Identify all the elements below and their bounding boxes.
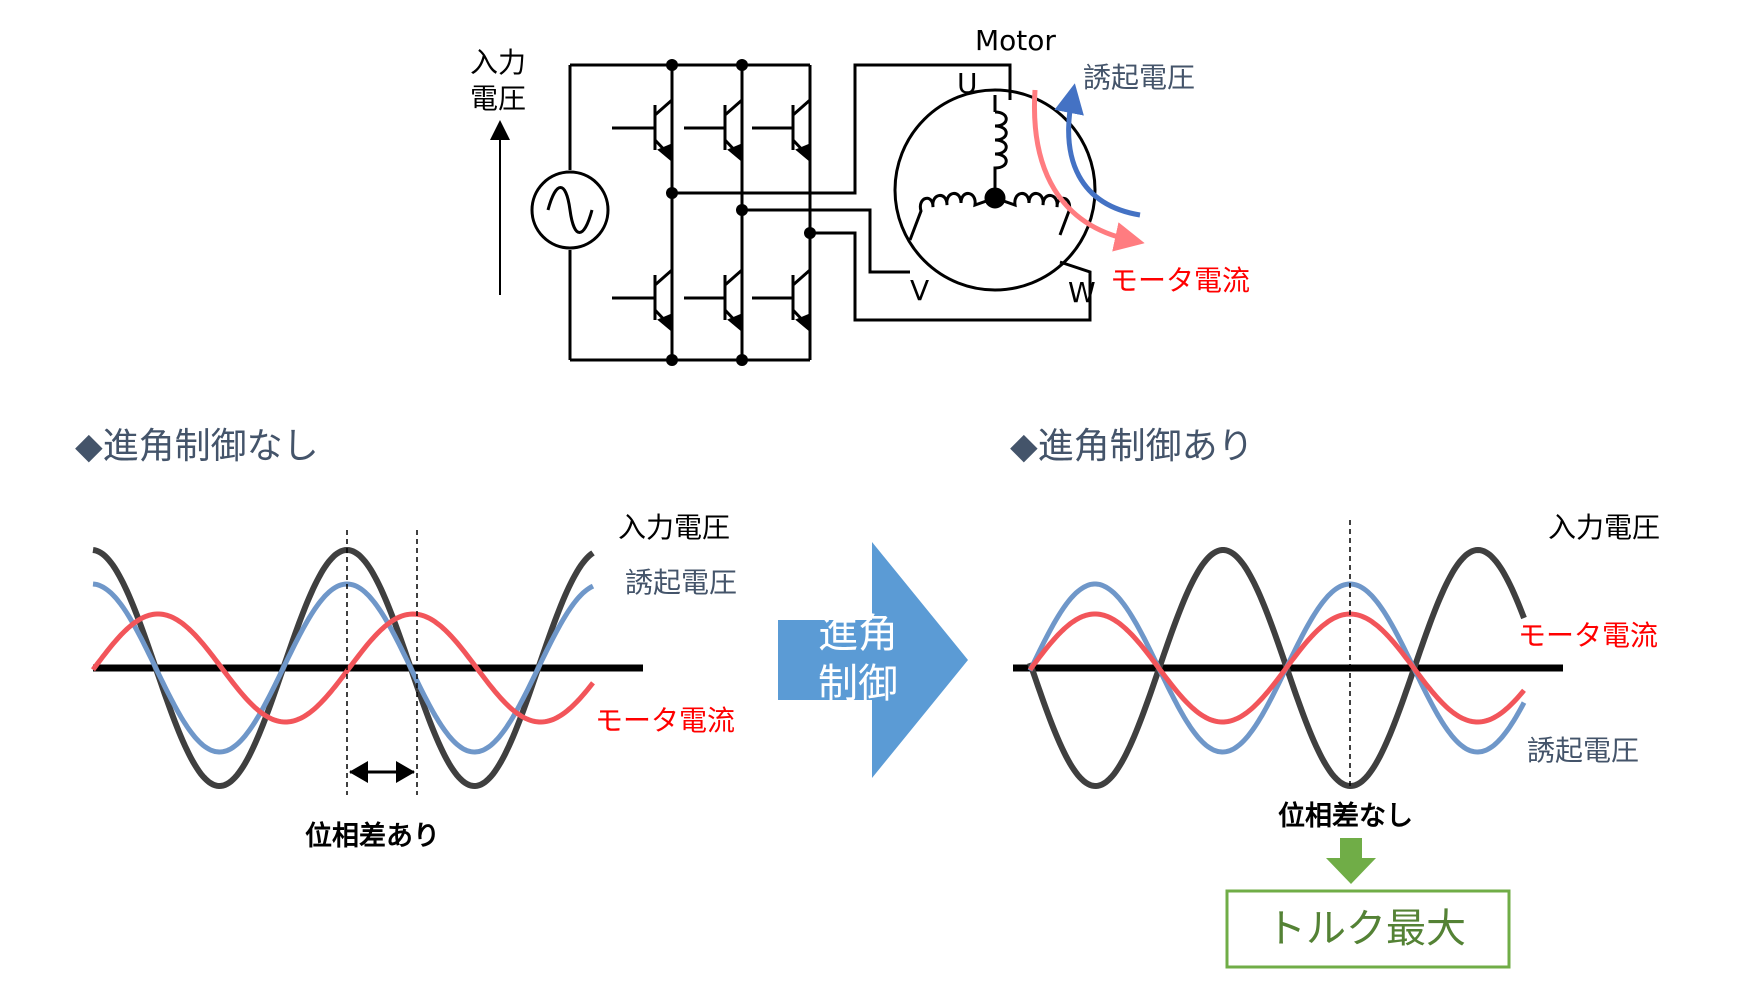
right-motor-current-wave bbox=[1027, 611, 1526, 725]
right-input-voltage-label: 入力電圧 bbox=[1548, 511, 1660, 544]
transistor-icon bbox=[752, 268, 812, 334]
right-induced-voltage-wave bbox=[1027, 581, 1527, 755]
advance-control-text-2: 制御 bbox=[818, 661, 898, 707]
transistor-icon bbox=[752, 98, 812, 164]
left-motor-current-wave bbox=[90, 611, 595, 725]
junction-dots bbox=[666, 59, 816, 366]
left-phase-note: 位相差あり bbox=[305, 820, 440, 852]
phase-difference-arrow bbox=[349, 761, 415, 783]
left-input-voltage-label: 入力電圧 bbox=[618, 511, 730, 544]
motor bbox=[893, 88, 1097, 292]
left-induced-voltage-label: 誘起電圧 bbox=[625, 566, 737, 599]
advance-control-arrow bbox=[778, 542, 968, 778]
right-motor-current-label: モータ電流 bbox=[1518, 619, 1658, 652]
inverter-circuit bbox=[490, 63, 1092, 362]
coil-u-icon bbox=[993, 110, 1008, 198]
induced-voltage-curve-arrow bbox=[1054, 83, 1141, 218]
transistor-icon bbox=[612, 98, 674, 164]
motor-current-curve-arrow bbox=[1031, 89, 1145, 252]
coil-v-icon bbox=[908, 192, 996, 241]
circuit-induced-voltage-label: 誘起電圧 bbox=[1083, 61, 1195, 94]
left-motor-current-label: モータ電流 bbox=[595, 704, 735, 737]
torque-max-box bbox=[1225, 889, 1511, 969]
input-voltage-label-2: 電圧 bbox=[470, 82, 526, 115]
left-input-voltage-wave bbox=[92, 546, 595, 790]
transistor-icon bbox=[612, 268, 674, 334]
input-voltage-label-1: 入力 bbox=[470, 46, 526, 79]
torque-max-label: トルク最大 bbox=[1266, 906, 1466, 952]
phase-v-label: V bbox=[910, 274, 929, 307]
transistor-icon bbox=[684, 98, 744, 164]
phase-w-label: W bbox=[1068, 276, 1096, 309]
transistor-group bbox=[612, 98, 812, 334]
down-arrow-icon bbox=[1326, 838, 1376, 884]
ac-source-icon bbox=[530, 170, 610, 250]
transistor-icon bbox=[684, 268, 744, 334]
advance-control-text-1: 進角 bbox=[818, 611, 898, 657]
motor-label: Motor bbox=[975, 24, 1056, 57]
left-induced-voltage-wave bbox=[92, 581, 595, 755]
right-input-voltage-wave bbox=[1027, 546, 1527, 790]
right-panel-title: ◆進角制御あり bbox=[1010, 426, 1254, 467]
phase-u-label: U bbox=[957, 67, 978, 100]
circuit-motor-current-label: モータ電流 bbox=[1110, 264, 1250, 297]
right-induced-voltage-label: 誘起電圧 bbox=[1527, 734, 1639, 767]
left-panel-title: ◆進角制御なし bbox=[75, 426, 319, 467]
right-phase-note: 位相差なし bbox=[1278, 800, 1413, 832]
motor-circle bbox=[893, 88, 1097, 292]
